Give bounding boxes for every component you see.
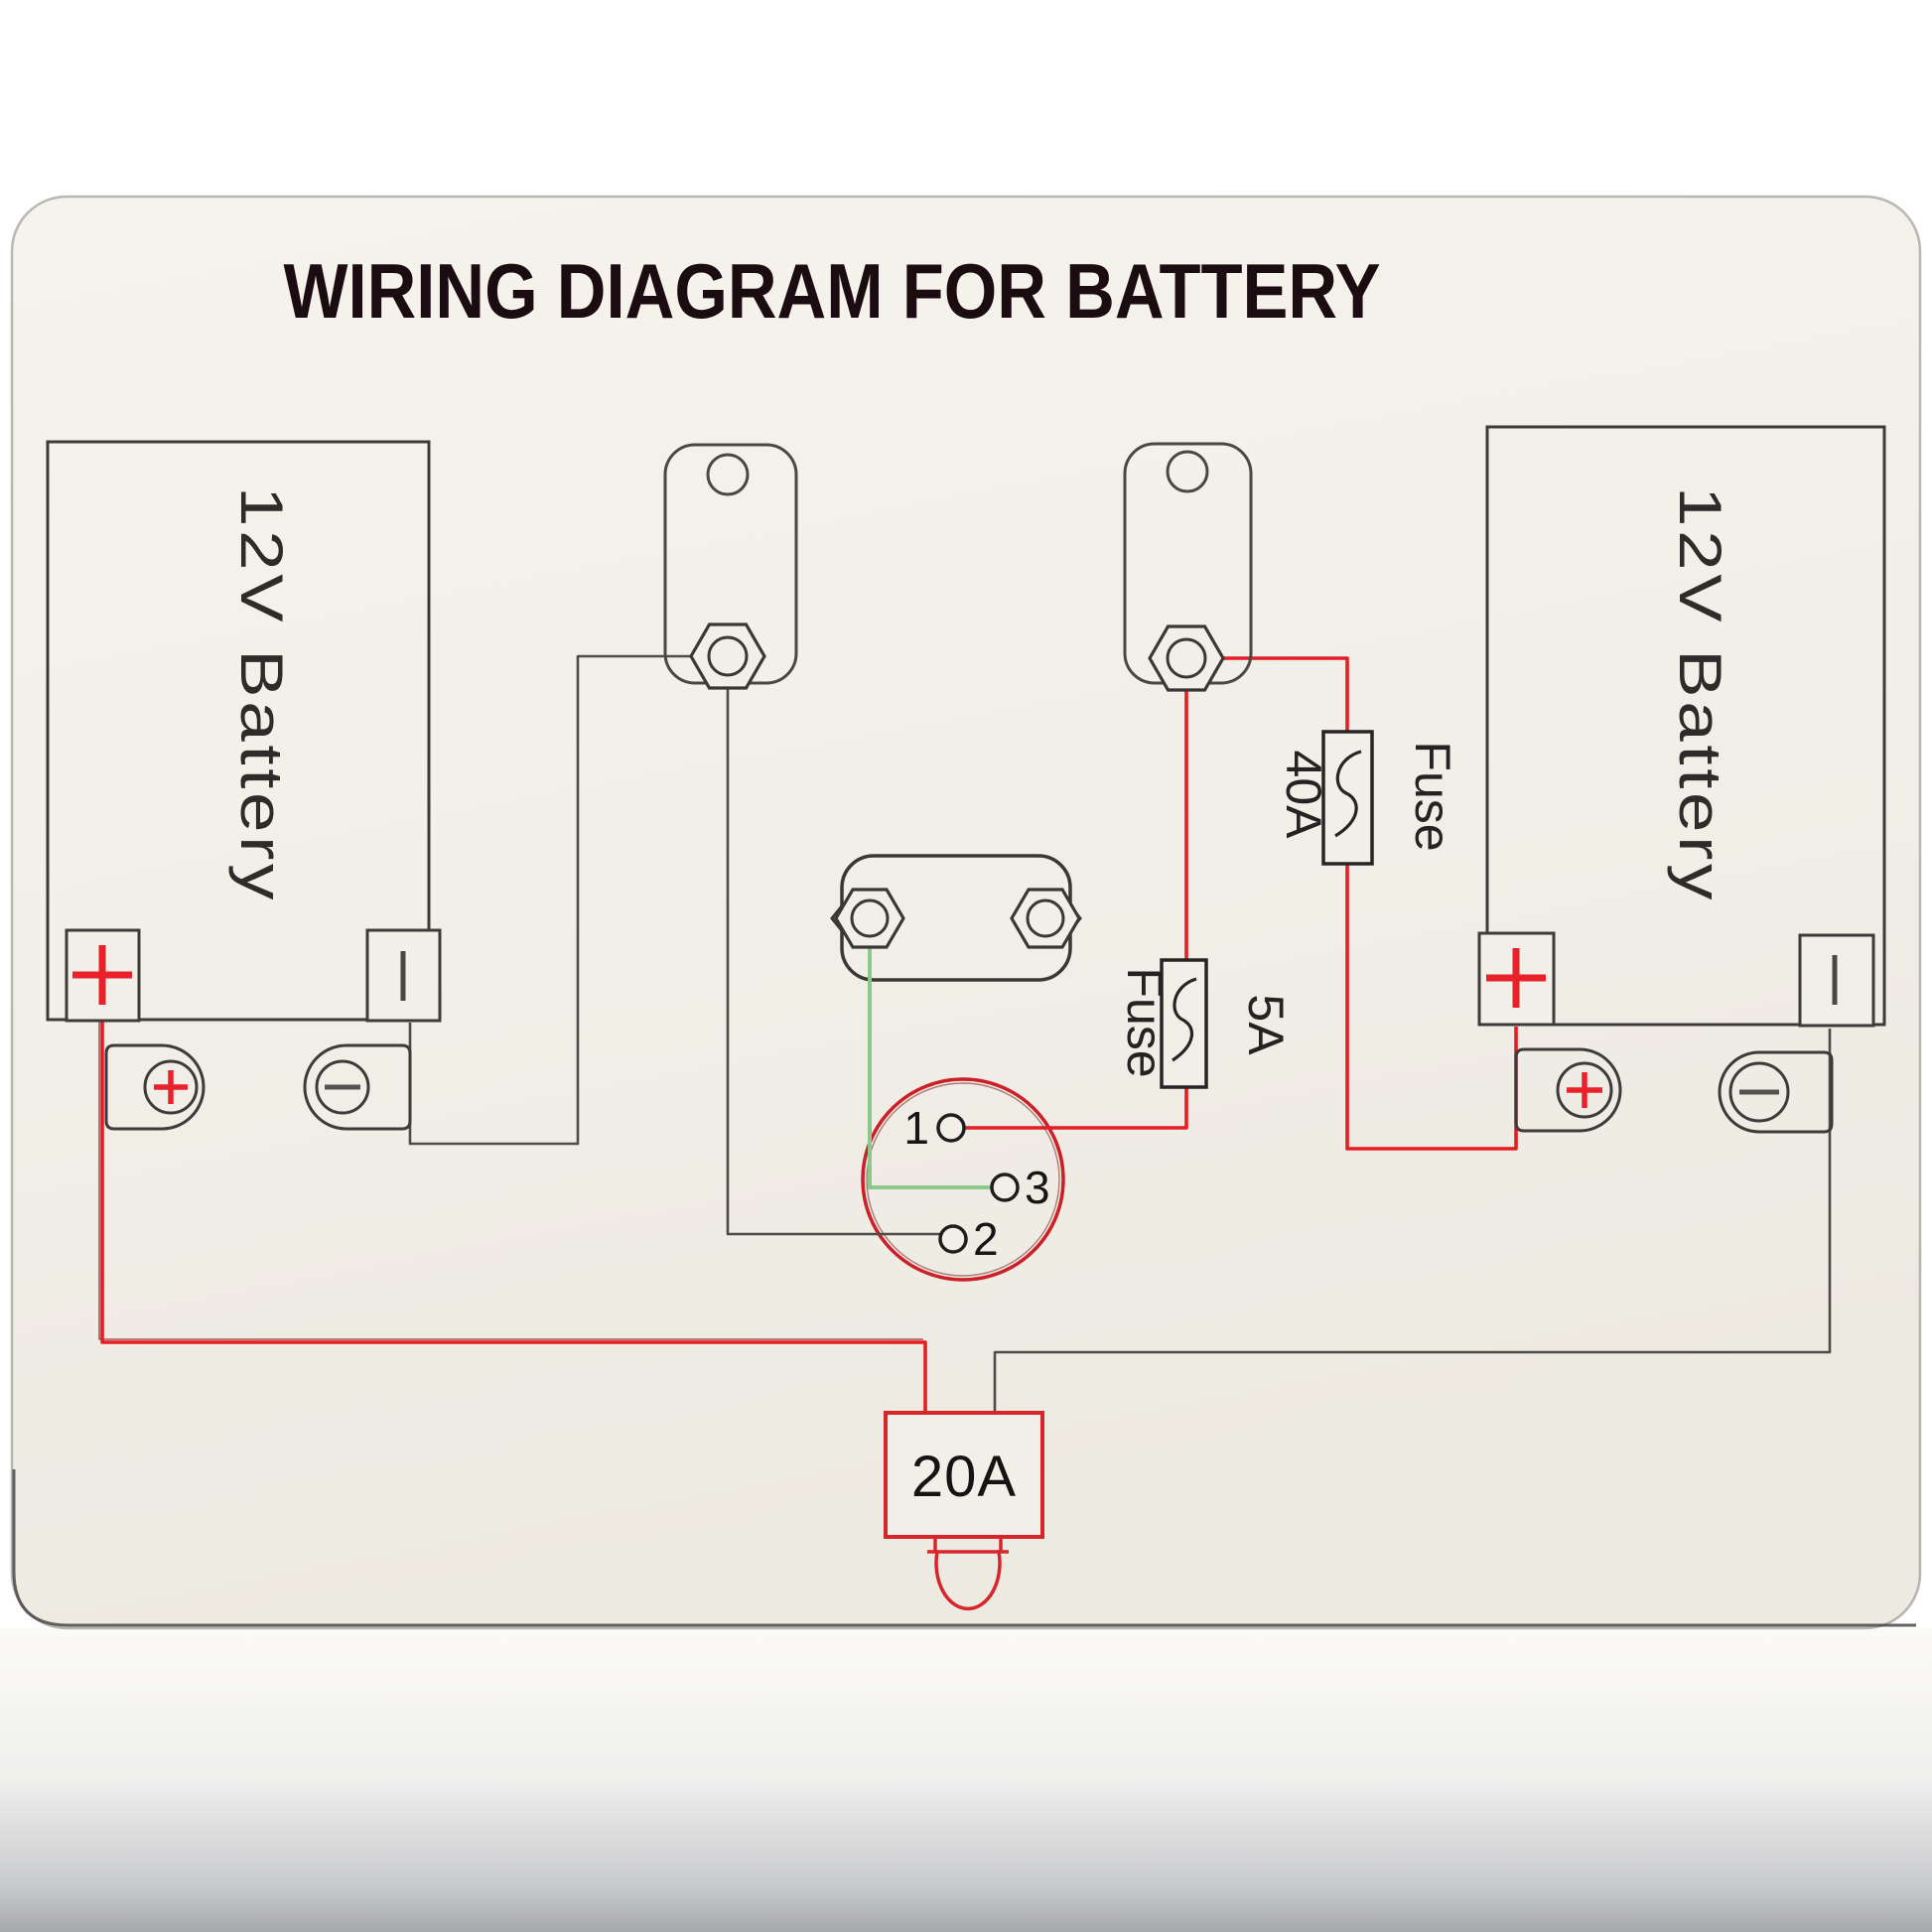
battery-right-positive-box (1477, 931, 1556, 1027)
fuse-5a: Fuse 5A (1117, 958, 1294, 1089)
junction-block-nuts (834, 888, 1081, 949)
switch-terminal-2-label: 2 (973, 1213, 999, 1265)
rotary-switch-terminals: 1 3 2 (903, 1102, 1049, 1265)
fuse-20a-rating: 20A (911, 1445, 1017, 1509)
positive-symbol (1567, 1072, 1602, 1108)
photo-bottom-shadow (0, 1628, 1932, 1932)
fuse-element-icon (1334, 750, 1362, 838)
wire-ground-bracket-to-switch-terminal2 (726, 685, 940, 1236)
fuse-20a: 20A (884, 1411, 1044, 1611)
wire-ground-rightbattery-to-fuse20 (993, 1029, 1832, 1415)
battery-right-positive-lug (1514, 1047, 1622, 1133)
terminal-bracket-right (1123, 442, 1253, 692)
rotary-switch-circle (861, 1077, 1065, 1282)
hex-nut-icon (1148, 624, 1225, 692)
fuse-20a-bulb (927, 1537, 1009, 1611)
battery-right-label: 12V Battery (1667, 486, 1733, 903)
switch-terminal-1-label: 1 (903, 1102, 929, 1154)
bracket-hole-icon (1166, 450, 1209, 493)
battery-right: 12V Battery (1477, 425, 1886, 1134)
battery-left-negative-lug (303, 1043, 412, 1131)
wire-green-junction-to-switch-terminal3 (868, 933, 992, 1189)
battery-right-negative-lug (1718, 1050, 1834, 1134)
switch-terminal-3 (990, 1173, 1020, 1202)
battery-left-label: 12V Battery (228, 486, 295, 903)
panel-border-bottom (12, 1469, 1916, 1627)
bracket-hole-icon (706, 453, 750, 496)
wire-positive-leftbattery-to-fuse20 (100, 1021, 927, 1415)
battery-right-negative-box (1798, 933, 1875, 1028)
battery-left-positive-box (65, 928, 141, 1023)
battery-left: 12V Battery (46, 440, 442, 1131)
wire-red-shadow-edge (98, 1021, 923, 1340)
fuse-element-icon (1172, 977, 1197, 1062)
positive-symbol (154, 1070, 188, 1104)
fuse-5a-rating: 5A (1238, 994, 1294, 1055)
wire-positive-bracket-to-switch-terminal1 (964, 663, 1188, 1130)
fuse-40a: 40A Fuse (1276, 730, 1460, 866)
fuse-40a-label: Fuse (1405, 741, 1460, 851)
switch-terminal-1 (936, 1113, 966, 1143)
switch-terminal-3-label: 3 (1025, 1162, 1050, 1213)
positive-symbol (1486, 948, 1546, 1008)
positive-symbol (72, 945, 132, 1005)
diagram-title: WIRING DIAGRAM FOR BATTERY (284, 247, 1381, 335)
battery-left-negative-box (365, 928, 442, 1023)
battery-left-positive-lug (104, 1043, 206, 1131)
junction-block-left-tab (830, 902, 846, 934)
fuse-5a-label: Fuse (1117, 967, 1173, 1077)
terminal-bracket-left (663, 443, 798, 690)
switch-terminal-2 (938, 1224, 968, 1254)
fuse-40a-rating: 40A (1276, 751, 1331, 840)
hex-nut-icon (689, 622, 766, 690)
